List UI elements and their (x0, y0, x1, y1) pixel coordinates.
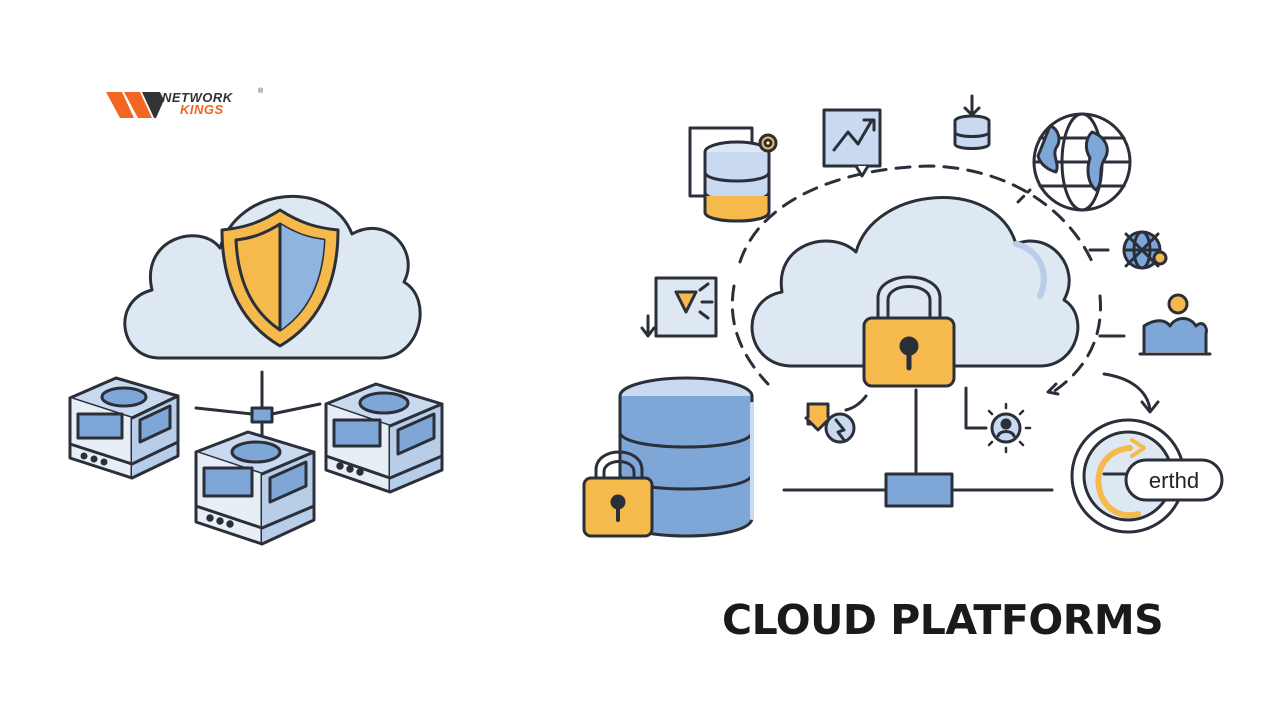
badge-label: erthd (1149, 468, 1199, 493)
server-left-icon (68, 376, 180, 480)
shield-icon (220, 208, 340, 348)
logo-text-network: NETWORK (162, 90, 233, 105)
logo-mark-icon (106, 92, 164, 118)
storage-download-icon (953, 94, 1032, 204)
database-gear-icon (688, 126, 778, 223)
user-network-icon (1098, 293, 1212, 356)
network-kings-logo: NETWORK ® KINGS (104, 88, 274, 124)
dashed-orbit-ring (730, 164, 1103, 396)
server-center-icon (194, 430, 316, 546)
central-padlock-icon (862, 275, 956, 388)
page-caption: CLOUD PLATFORMS (722, 596, 1164, 644)
logo-text-kings: KINGS (180, 102, 224, 117)
connection-lines (782, 372, 1160, 492)
server-right-icon (324, 382, 444, 494)
central-cloud-icon (750, 196, 1080, 368)
analytics-chart-icon (822, 108, 882, 178)
network-hub-icon (194, 370, 322, 442)
logo-registered-mark: ® (258, 88, 264, 95)
cloud-service-badge (1070, 418, 1224, 534)
user-activity-icon (964, 386, 1032, 454)
network-switch-icon (884, 472, 954, 508)
sync-warning-icon (804, 394, 868, 444)
network-globe-small-icon (1088, 230, 1168, 270)
secure-database-icon (582, 376, 754, 538)
globe-icon (1032, 112, 1132, 212)
alert-panel-icon (640, 276, 718, 338)
